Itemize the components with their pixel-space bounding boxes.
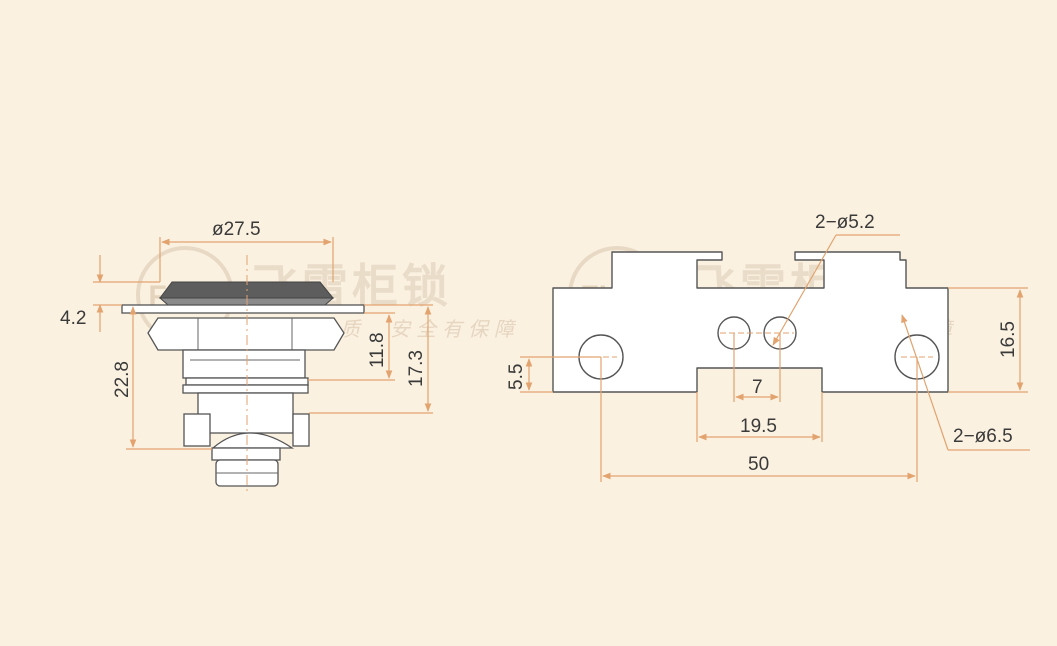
hex-nut <box>147 317 345 351</box>
flange <box>121 304 365 314</box>
cylinder-housing <box>197 392 294 434</box>
leader-large-holes <box>901 314 949 451</box>
watermark-slogan-right: 安全有保障 <box>390 318 520 341</box>
dim-nut: 11.8 <box>367 332 388 368</box>
cam-plate <box>182 384 309 394</box>
dim-diameter: ø27.5 <box>212 219 261 240</box>
dim-small-span: 19.5 <box>740 416 777 437</box>
dim-total: 22.8 <box>112 361 133 398</box>
lock-body <box>182 349 306 379</box>
dim-large-span: 50 <box>748 454 769 475</box>
dim-hole-offset: 5.5 <box>506 364 527 390</box>
side-tab <box>292 413 310 447</box>
dim-body: 17.3 <box>406 350 427 387</box>
bolt-collar <box>211 447 281 461</box>
dim-small-spacing: 7 <box>752 377 763 398</box>
leader-small-holes <box>772 234 837 346</box>
cylinder-dome <box>211 432 295 449</box>
cam-plate-view: 2−ø5.2 2−ø6.5 16.5 5.5 7 19.5 50 <box>506 212 1030 482</box>
label-small-holes: 2−ø5.2 <box>815 212 875 233</box>
dim-flange: 4.2 <box>60 308 86 329</box>
label-large-holes: 2−ø6.5 <box>953 426 1013 447</box>
dim-plate-height: 16.5 <box>998 321 1019 358</box>
lock-side-view: ø27.5 4.2 22.8 11.8 17.3 <box>60 219 433 495</box>
side-tab <box>183 413 211 447</box>
